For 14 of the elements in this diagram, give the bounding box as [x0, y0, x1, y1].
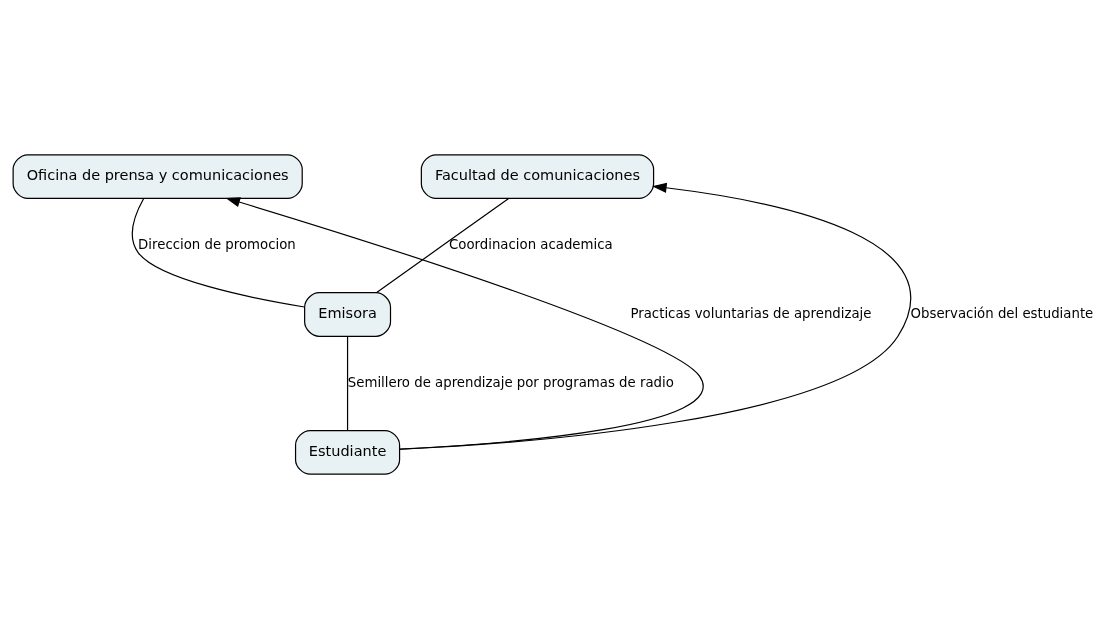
arrow [399, 182, 912, 450]
node-box: Oficina de prensa y comunicaciones [12, 153, 303, 199]
connector [131, 197, 306, 308]
edge-label: Coordinacion academica [449, 236, 613, 252]
edge-label: Practicas voluntarias de aprendizaje [630, 305, 872, 321]
arrow [225, 196, 704, 450]
connector [376, 197, 510, 293]
edge-label: Direccion de promocion [138, 236, 296, 252]
node-box: Facultad de comunicaciones [420, 153, 655, 199]
connector [346, 335, 349, 431]
node-box: Estudiante [294, 429, 401, 475]
node-box: Emisora [304, 291, 392, 337]
edge-label: Observación del estudiante [910, 305, 1094, 321]
edge-label: Semillero de aprendizaje por programas de radio [347, 374, 674, 390]
